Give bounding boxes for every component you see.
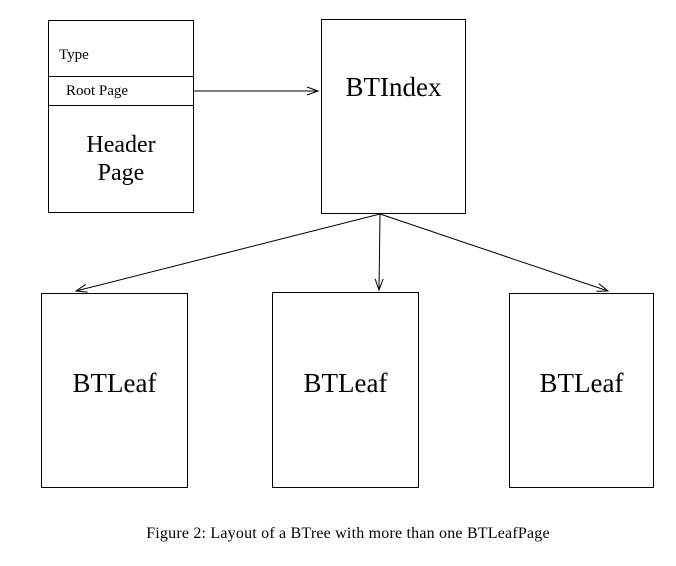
header-page-label: Header Page [86, 131, 156, 186]
type-label: Type [59, 47, 89, 63]
btleaf-label-2: BTLeaf [303, 367, 388, 398]
header-page-body: Header Page [49, 106, 193, 211]
arrow-btindex-to-btleaf-1 [74, 213, 381, 293]
btleaf-node-3: BTLeaf [509, 293, 654, 488]
figure-caption: Figure 2: Layout of a BTree with more th… [146, 525, 550, 542]
btleaf-label-3: BTLeaf [539, 368, 624, 398]
btindex-label: BTIndex [345, 72, 442, 102]
btindex-node: BTIndex [321, 19, 466, 214]
arrow-btindex-to-btleaf-2 [374, 213, 384, 292]
btleaf-node-2: BTLeaf [272, 292, 419, 488]
type-slot: Type [49, 21, 193, 77]
arrow-btindex-to-btleaf-3 [379, 213, 610, 292]
header-page-node: Type Root Page Header Page [48, 20, 194, 213]
root-page-slot: Root Page [49, 77, 193, 106]
btleaf-label-1: BTLeaf [72, 368, 157, 398]
btleaf-node-1: BTLeaf [41, 293, 188, 488]
root-page-label: Root Page [66, 82, 129, 99]
